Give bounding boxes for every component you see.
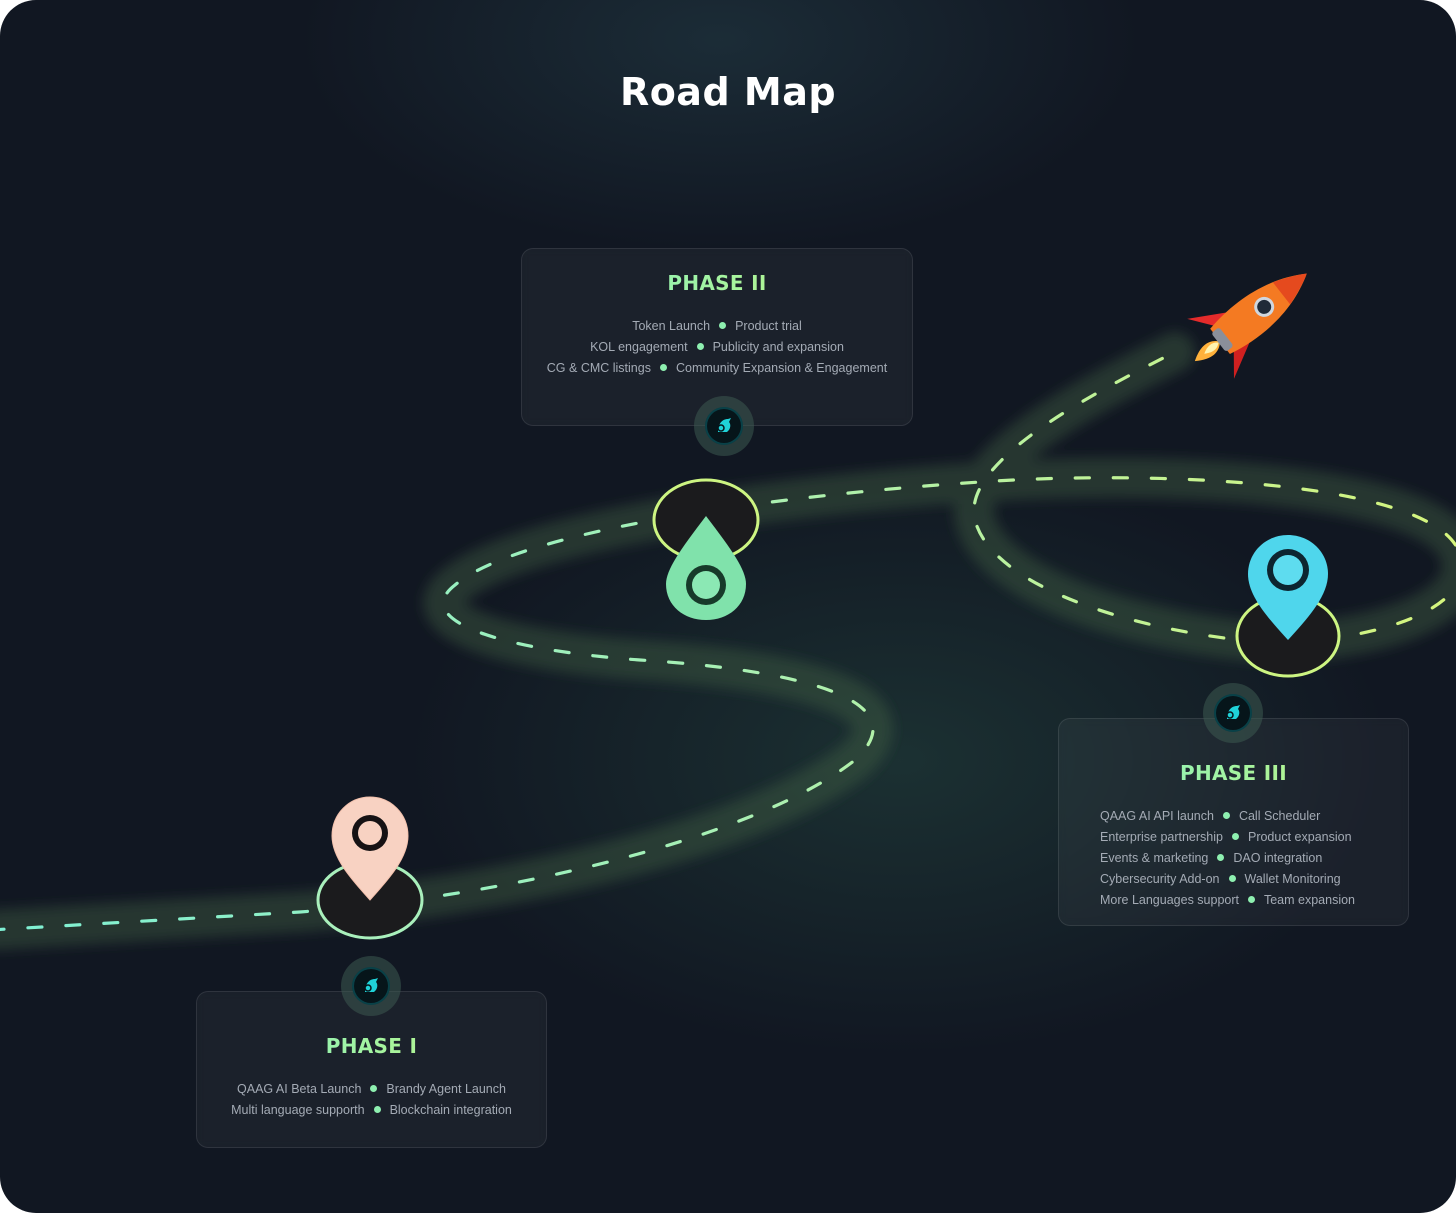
route-dashes [0, 350, 1456, 932]
qaag-logo-icon [717, 418, 731, 432]
map-pin-icon[interactable] [1248, 535, 1328, 640]
qaag-logo-icon [1226, 705, 1240, 719]
bullet-dot [1217, 854, 1225, 861]
rocket-icon [1187, 273, 1307, 379]
phase-3-title: PHASE III [1059, 761, 1408, 785]
bullet-dot [696, 343, 704, 350]
bullet-dot [1222, 812, 1230, 819]
bullet-dot [370, 1085, 378, 1092]
bullet-dot [1231, 833, 1239, 840]
qaag-logo-icon [364, 978, 378, 992]
phase-1-badge [341, 956, 401, 1016]
bullet-dot [1247, 896, 1255, 903]
map-pin-icon[interactable] [666, 516, 746, 620]
phase-3-badge [1203, 683, 1263, 743]
bullet-dot [373, 1106, 381, 1113]
page-title: Road Map [619, 70, 837, 114]
bullet-dot [719, 322, 727, 329]
phase-1-title: PHASE I [197, 1034, 546, 1058]
phase-2-title: PHASE II [522, 271, 912, 295]
phase-2-badge [694, 396, 754, 456]
map-pin-icon[interactable] [331, 796, 409, 901]
bullet-dot [659, 364, 667, 371]
bullet-dot [1228, 875, 1236, 882]
